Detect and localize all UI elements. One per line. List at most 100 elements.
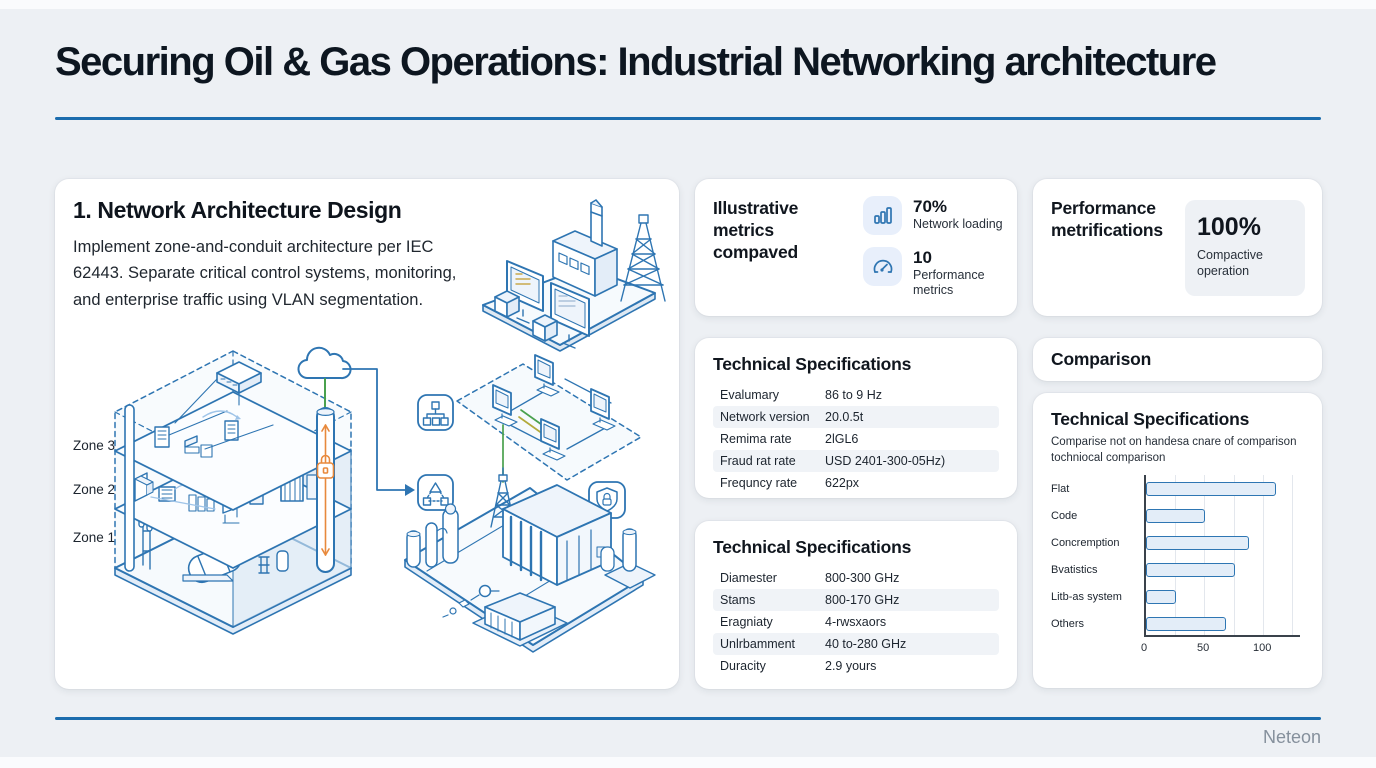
sitemap-icon	[417, 394, 454, 431]
spec-label: Unlrbamment	[720, 637, 796, 651]
spec-label: Evalumary	[720, 388, 780, 402]
chart-bar	[1146, 589, 1176, 604]
chart-bar	[1146, 562, 1235, 577]
chart-row: Concremption	[1051, 529, 1306, 556]
spec-value: 2.9 yours	[825, 659, 877, 673]
network-illustration	[114, 199, 666, 653]
top-strip	[0, 0, 1376, 9]
performance-card: Performance metrifications 100% Compacti…	[1033, 179, 1322, 316]
spec-value: 800-170 GHz	[825, 593, 900, 607]
metric-network-loading: 70% Network loading	[863, 196, 1003, 235]
stat-label: Compactive operation	[1197, 248, 1263, 279]
section-description: Implement zone-and-conduit architecture …	[73, 238, 457, 309]
spec-value: USD 2401-300-05Hz)	[825, 454, 946, 468]
spec-row: Duracity 2.9 yours	[713, 655, 999, 677]
zoned-cube	[114, 350, 352, 635]
chart-grid	[1144, 475, 1300, 638]
metric-performance: 10 Performance metrics	[863, 247, 1003, 299]
spec-table: Evalumary 86 to 9 Hz Network version 20.…	[713, 384, 999, 494]
comparison-card: Comparison	[1033, 338, 1322, 381]
chart-category-label: Flat	[1051, 482, 1070, 495]
zone-3-label: Zone 3	[73, 438, 116, 453]
chart-category-label: Bvatistics	[1051, 563, 1098, 576]
header-divider	[55, 117, 1321, 120]
chart-bar	[1146, 508, 1206, 523]
storage-tanks	[406, 503, 500, 618]
spec-value: 622px	[825, 476, 860, 490]
illustrative-metrics-card: Illustrative metrics compaved 70% Networ…	[695, 179, 1017, 316]
spec-label: Eragniaty	[720, 615, 773, 629]
chart-bar	[1146, 481, 1276, 496]
desktop-computer	[492, 384, 518, 427]
chart-row: Others	[1051, 610, 1306, 637]
desktop-computer	[534, 354, 560, 397]
spec-row: Diamester 800-300 GHz	[713, 567, 999, 589]
spec-label: Duracity	[720, 659, 766, 673]
chart-category-label: Code	[1051, 509, 1078, 522]
network-topology-icon	[417, 474, 454, 511]
technical-specifications-card-2: Technical Specifications Diamester 800-3…	[695, 521, 1017, 689]
spec-row: Stams 800-170 GHz	[713, 589, 999, 611]
spec-value: 86 to 9 Hz	[825, 388, 882, 402]
iso-cube	[532, 314, 558, 342]
chart-row: Code	[1051, 502, 1306, 529]
generator-unit	[472, 592, 568, 647]
zone3-equipment	[154, 410, 274, 458]
chart-row: Flat	[1051, 475, 1306, 502]
desktop-computer	[590, 388, 616, 431]
zone-1-label: Zone 1	[73, 530, 116, 545]
chart-category-label: Others	[1051, 617, 1085, 630]
chart-bar	[1146, 535, 1249, 550]
bar-chart-icon	[863, 196, 902, 235]
spec-label: Diamester	[720, 571, 777, 585]
spec-value: 40 to-280 GHz	[825, 637, 907, 651]
spec-row: Fraud rat rate USD 2401-300-05Hz)	[713, 450, 999, 472]
spec-value: 800-300 GHz	[825, 571, 900, 585]
industrial-platform	[404, 467, 656, 653]
desktop-computer	[540, 418, 566, 461]
iso-cube	[494, 290, 520, 318]
chart-axis-tick: 0	[1140, 642, 1148, 655]
spec-row: Eragniaty 4-rwsxaors	[713, 611, 999, 633]
gauge-icon	[863, 247, 902, 286]
metric-label: Performance metrics	[913, 267, 985, 298]
spec-label: Remima rate	[720, 432, 792, 446]
spec-row: Remima rate 2lGL6	[713, 428, 999, 450]
chart-row: Litb-as system	[1051, 583, 1306, 610]
metric-value: 70%	[913, 197, 948, 216]
chart-row: Bvatistics	[1051, 556, 1306, 583]
footer-divider	[55, 717, 1321, 720]
spec-heading: Technical Specifications	[713, 354, 912, 374]
chart-bar	[1146, 616, 1227, 631]
metric-value: 10	[913, 248, 932, 267]
comparison-heading: Comparison	[1051, 349, 1152, 369]
stat-value: 100%	[1197, 213, 1261, 241]
technical-specifications-card-1: Technical Specifications Evalumary 86 to…	[695, 338, 1017, 498]
spec-label: Fraud rat rate	[720, 454, 796, 468]
section-heading: 1. Network Architecture Design	[73, 197, 402, 223]
spec-label: Frequncy rate	[720, 476, 798, 490]
spec-heading: Technical Specifications	[713, 537, 912, 557]
bottom-strip	[0, 757, 1376, 768]
spec-table: Diamester 800-300 GHz Stams 800-170 GHz …	[713, 567, 999, 677]
secure-conduit	[316, 424, 335, 556]
chart-subtitle: Comparise not on handesa cnare of compar…	[1051, 436, 1297, 464]
container-building	[502, 484, 612, 586]
derrick-tower	[620, 214, 666, 302]
spec-row: Unlrbamment 40 to-280 GHz	[713, 633, 999, 655]
zone-2-label: Zone 2	[73, 482, 116, 497]
performance-heading: Performance metrifications	[1051, 198, 1163, 240]
switch-device	[174, 361, 262, 424]
spec-label: Stams	[720, 593, 756, 607]
spec-value: 20.0.5t	[825, 410, 864, 424]
factory-scene	[482, 199, 666, 352]
spec-row: Network version 20.0.5t	[713, 406, 999, 428]
cloud-icon	[297, 346, 352, 380]
brand-name: Neteon	[1262, 727, 1321, 747]
chart-axis-tick: 50	[1196, 642, 1210, 655]
network-architecture-card: 1. Network Architecture Design Implement…	[55, 179, 679, 689]
spec-value: 2lGL6	[825, 432, 859, 446]
cloud-conduit	[297, 346, 415, 573]
spec-label: Network version	[720, 410, 810, 424]
